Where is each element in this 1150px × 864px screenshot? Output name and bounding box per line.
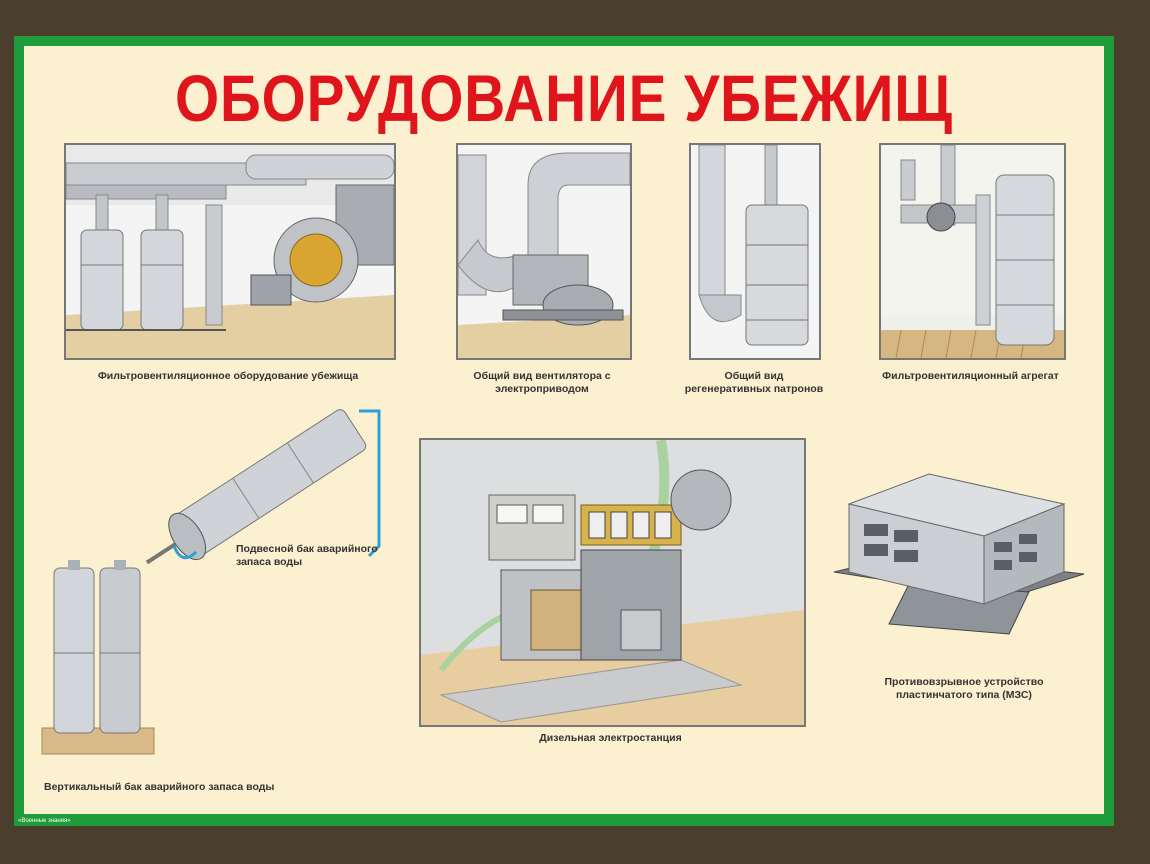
caption-blast-device: Противовзрывное устройство пластинчатого…: [884, 676, 1044, 701]
illustration-regen-cartridges: [689, 143, 821, 360]
illustration-diesel-station: [419, 438, 806, 727]
caption-filter-equipment: Фильтровентиляционное оборудование убежи…: [97, 370, 359, 382]
illustration-fan-general-view: [456, 143, 632, 360]
illustration-filter-unit: [879, 143, 1066, 360]
caption-fan-general-view: Общий вид вентилятора с электроприводом: [473, 370, 611, 395]
poster-title: ОБОРУДОВАНИЕ УБЕЖИЩ: [174, 61, 954, 135]
caption-diesel-station: Дизельная электростанция: [539, 732, 682, 744]
caption-filter-unit: Фильтровентиляционный агрегат: [882, 370, 1059, 382]
illustration-filter-equipment: [64, 143, 396, 360]
illustration-hanging-tank: [134, 406, 384, 576]
illustration-vertical-tank: [34, 558, 164, 758]
poster-frame: ОБОРУДОВАНИЕ УБЕЖИЩ: [14, 36, 1114, 826]
illustration-blast-device: [829, 464, 1089, 664]
caption-vertical-tank: Вертикальный бак аварийного запаса воды: [44, 781, 275, 793]
caption-regen-cartridges: Общий вид регенеративных патронов: [684, 370, 824, 395]
poster-paper: ОБОРУДОВАНИЕ УБЕЖИЩ: [24, 46, 1104, 814]
caption-hanging-tank: Подвесной бак аварийного запаса воды: [236, 543, 378, 568]
publisher-mark: «Военные знания»: [18, 818, 71, 824]
